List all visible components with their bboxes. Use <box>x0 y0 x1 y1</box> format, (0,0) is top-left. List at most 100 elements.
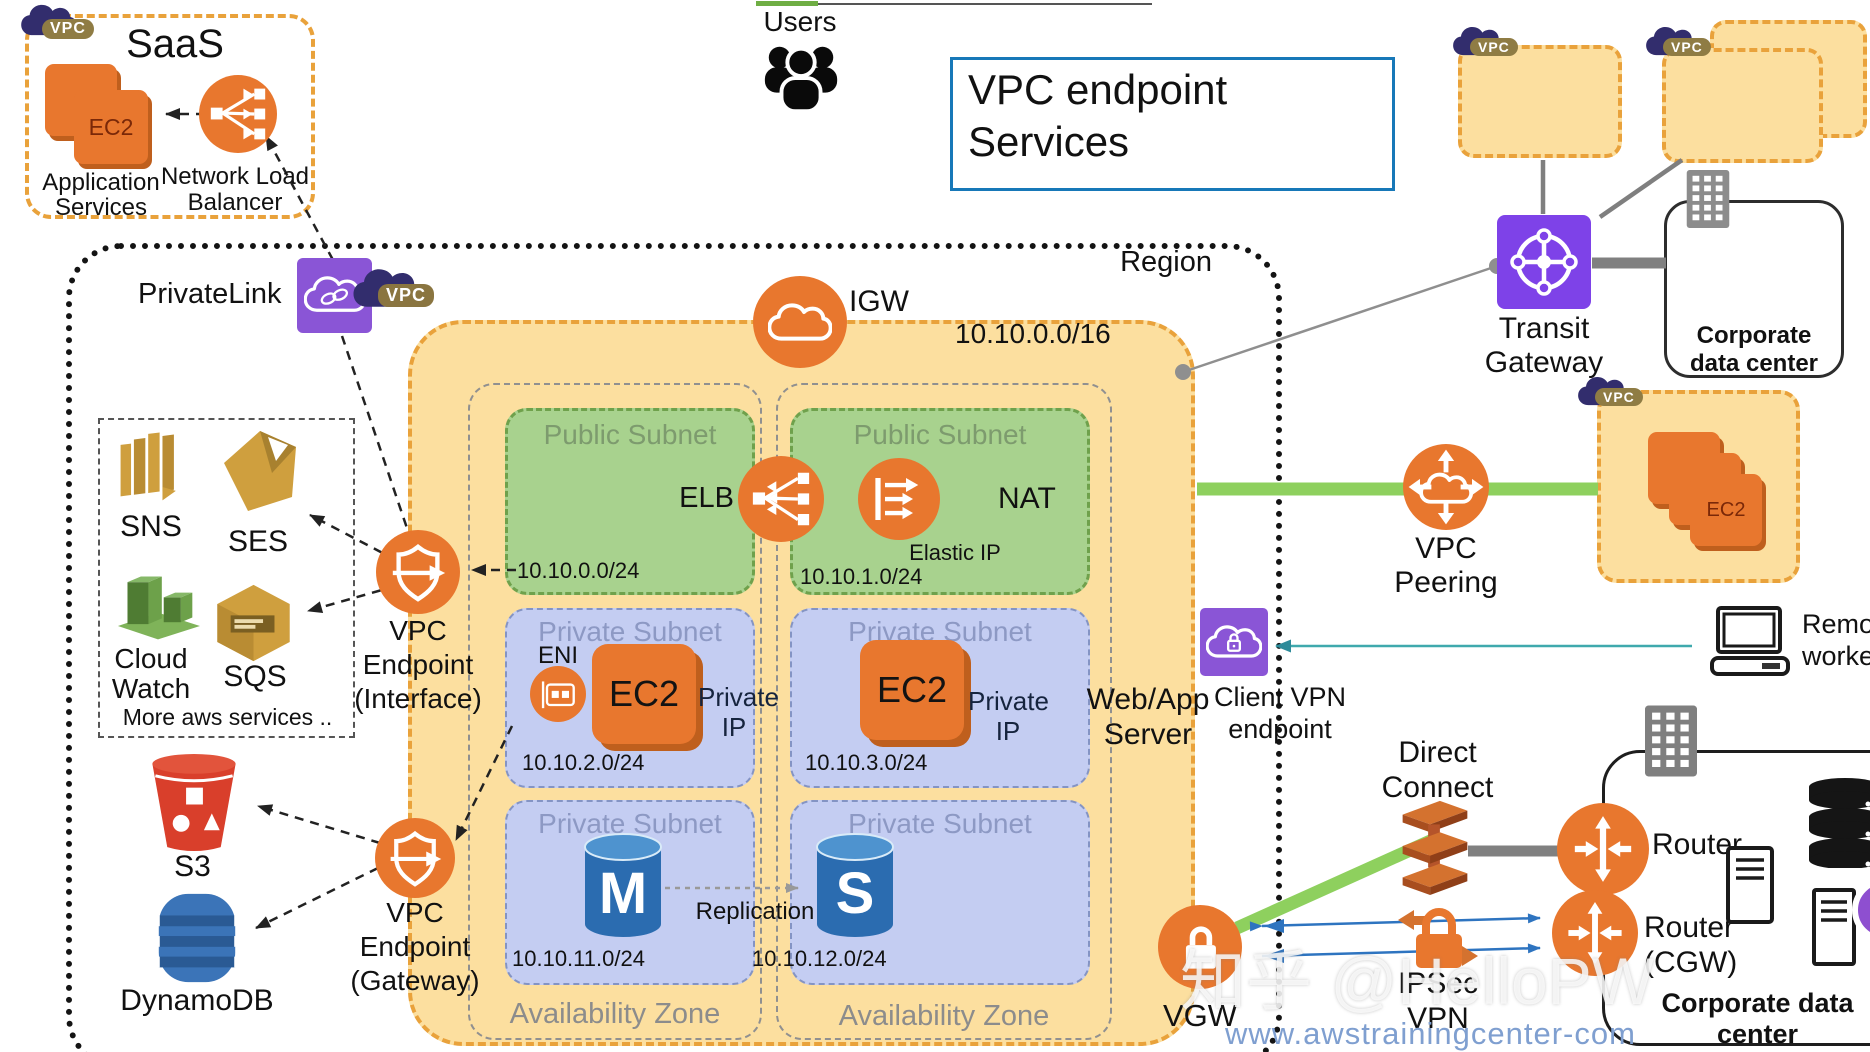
remote-line1: Remote <box>1802 609 1870 639</box>
router-cgw-icon <box>1552 890 1638 976</box>
direct-connect-label: Direct Connect <box>1360 735 1515 805</box>
private-ip-b-line1: Private <box>968 686 1049 716</box>
dc-top-line2: data center <box>1689 350 1819 377</box>
dynamodb-icon <box>152 890 242 986</box>
vpc-endpoint-gateway-label: VPC Endpoint (Gateway) <box>335 896 495 998</box>
ec2-b-label: EC2 <box>876 669 948 710</box>
saas-vpc-badge-label: VPC <box>42 19 94 39</box>
vpc-peering-label: VPC Peering <box>1366 532 1526 600</box>
private-ip-a-line1: Private <box>698 682 779 712</box>
vpce-g-line3: (Gateway) <box>350 965 480 996</box>
public-subnet-2-cidr: 10.10.1.0/24 <box>800 564 923 589</box>
title-box <box>950 57 1395 191</box>
dc-bottom-line1: Corporate data <box>1661 988 1854 1018</box>
vpce-i-line3: (Interface) <box>354 683 482 714</box>
elastic-ip-label: Elastic IP <box>909 540 1001 565</box>
region-label: Region <box>1120 246 1212 278</box>
sqs-icon <box>213 583 295 663</box>
building-icon-top <box>1686 170 1730 228</box>
direct-line2: Connect <box>1381 771 1494 804</box>
eni-label: ENI <box>538 642 579 669</box>
ipsec-line1: IPSec <box>1397 967 1479 1000</box>
db-master-letter: M <box>598 861 648 926</box>
remote-line2: worker <box>1802 641 1870 671</box>
cloudwatch-line2: Watch <box>111 673 191 704</box>
more-services-label: More aws services .. <box>122 704 333 730</box>
private-subnet-1-cidr: 10.10.2.0/24 <box>522 750 645 775</box>
router-cgw-line2: (CGW) <box>1644 946 1738 979</box>
sns-label: SNS <box>120 510 182 543</box>
ec2-a-label: EC2 <box>608 673 680 714</box>
saas-vpc-badge: VPC <box>20 2 108 60</box>
users-icon <box>760 40 844 118</box>
vpc-badge-a-label: VPC <box>1470 38 1518 56</box>
saas-title: SaaS <box>126 22 224 66</box>
db-master-icon: M <box>580 832 666 944</box>
saas-ec2-label: EC2 <box>88 113 134 140</box>
peer-vpc-badge: VPC <box>1577 374 1665 432</box>
server-icon <box>1726 846 1774 924</box>
title-line2: Services <box>968 118 1130 165</box>
vpce-i-line1: VPC <box>389 615 447 646</box>
public-subnet-1: Public Subnet <box>505 408 755 595</box>
corporate-dc-top-label: Corporate data center <box>1666 322 1842 378</box>
privatelink-label: PrivateLink <box>138 278 282 310</box>
elb-icon <box>738 456 824 542</box>
vpc-endpoint-gateway-icon <box>375 818 455 898</box>
transit-gateway-label: Transit Gateway <box>1464 312 1624 380</box>
cloudwatch-line1: Cloud <box>114 643 188 674</box>
public-subnet-1-cidr: 10.10.0.0/24 <box>517 558 640 583</box>
s3-label: S3 <box>174 850 211 883</box>
saas-app-caption: Application Services <box>30 170 172 220</box>
vpc-box-a <box>1458 45 1622 158</box>
peering-line1: VPC <box>1415 532 1477 565</box>
dc-top-line1: Corporate <box>1696 322 1812 349</box>
dynamodb-label: DynamoDB <box>120 984 274 1017</box>
vpc-badge-a: VPC <box>1452 24 1540 82</box>
database-icon <box>1806 776 1870 868</box>
vpce-i-line2: Endpoint <box>362 649 474 680</box>
db-standby-icon: S <box>812 832 898 944</box>
private-subnet-1-title: Private Subnet <box>538 616 722 647</box>
replication-label: Replication <box>695 898 815 925</box>
peer-ec2-label: EC2 <box>1706 498 1746 521</box>
remote-worker-label: Remote worker <box>1802 608 1870 672</box>
nlb-caption: Network Load Balancer <box>150 164 320 216</box>
nat-icon <box>858 458 940 540</box>
corporate-dc-top-box <box>1664 200 1844 378</box>
db-standby-letter: S <box>835 861 875 926</box>
top-gray-line <box>818 3 1152 5</box>
vpce-g-line2: Endpoint <box>359 931 471 962</box>
eni-icon <box>530 666 586 722</box>
elb-label: ELB <box>679 482 734 514</box>
vpc-main-badge-label: VPC <box>378 284 435 307</box>
watermark-site: www.awstrainingcenter-com <box>1225 1016 1636 1051</box>
vpc-cidr: 10.10.0.0/16 <box>955 318 1111 349</box>
vpc-main-badge: VPC <box>352 266 440 324</box>
ses-label: SES <box>227 525 289 558</box>
direct-line1: Direct <box>1398 736 1477 769</box>
private-ip-a: Private IP <box>698 682 779 742</box>
public-subnet-2-title: Public Subnet <box>853 419 1027 450</box>
vgw-icon <box>1158 905 1242 989</box>
vpc-badge-b-label: VPC <box>1663 38 1711 56</box>
cloudwatch-icon <box>112 565 204 647</box>
transit-gateway-icon <box>1497 215 1591 309</box>
peer-vpc-badge-label: VPC <box>1595 388 1643 406</box>
dc-bottom-line2: center <box>1716 1019 1799 1049</box>
tg-label-line1: Transit <box>1498 312 1590 345</box>
igw-label: IGW <box>849 285 909 318</box>
router-cgw-line1: Router <box>1644 911 1735 944</box>
nlb-caption-line1: Network Load <box>160 163 310 190</box>
vpc-endpoint-interface-icon <box>376 530 460 614</box>
vgw-label: VGW <box>1162 998 1238 1033</box>
building-icon-bottom <box>1645 705 1697 777</box>
ec2-a-box: EC2 <box>592 644 696 744</box>
client-vpn-icon <box>1200 608 1268 676</box>
private-ip-b-line2: IP <box>995 716 1021 746</box>
client-vpn-line1: Client VPN <box>1213 682 1347 712</box>
nat-label: NAT <box>998 482 1056 515</box>
s3-icon <box>148 752 240 856</box>
peer-ec2-front: EC2 <box>1690 474 1762 546</box>
vpce-g-line1: VPC <box>386 897 444 928</box>
